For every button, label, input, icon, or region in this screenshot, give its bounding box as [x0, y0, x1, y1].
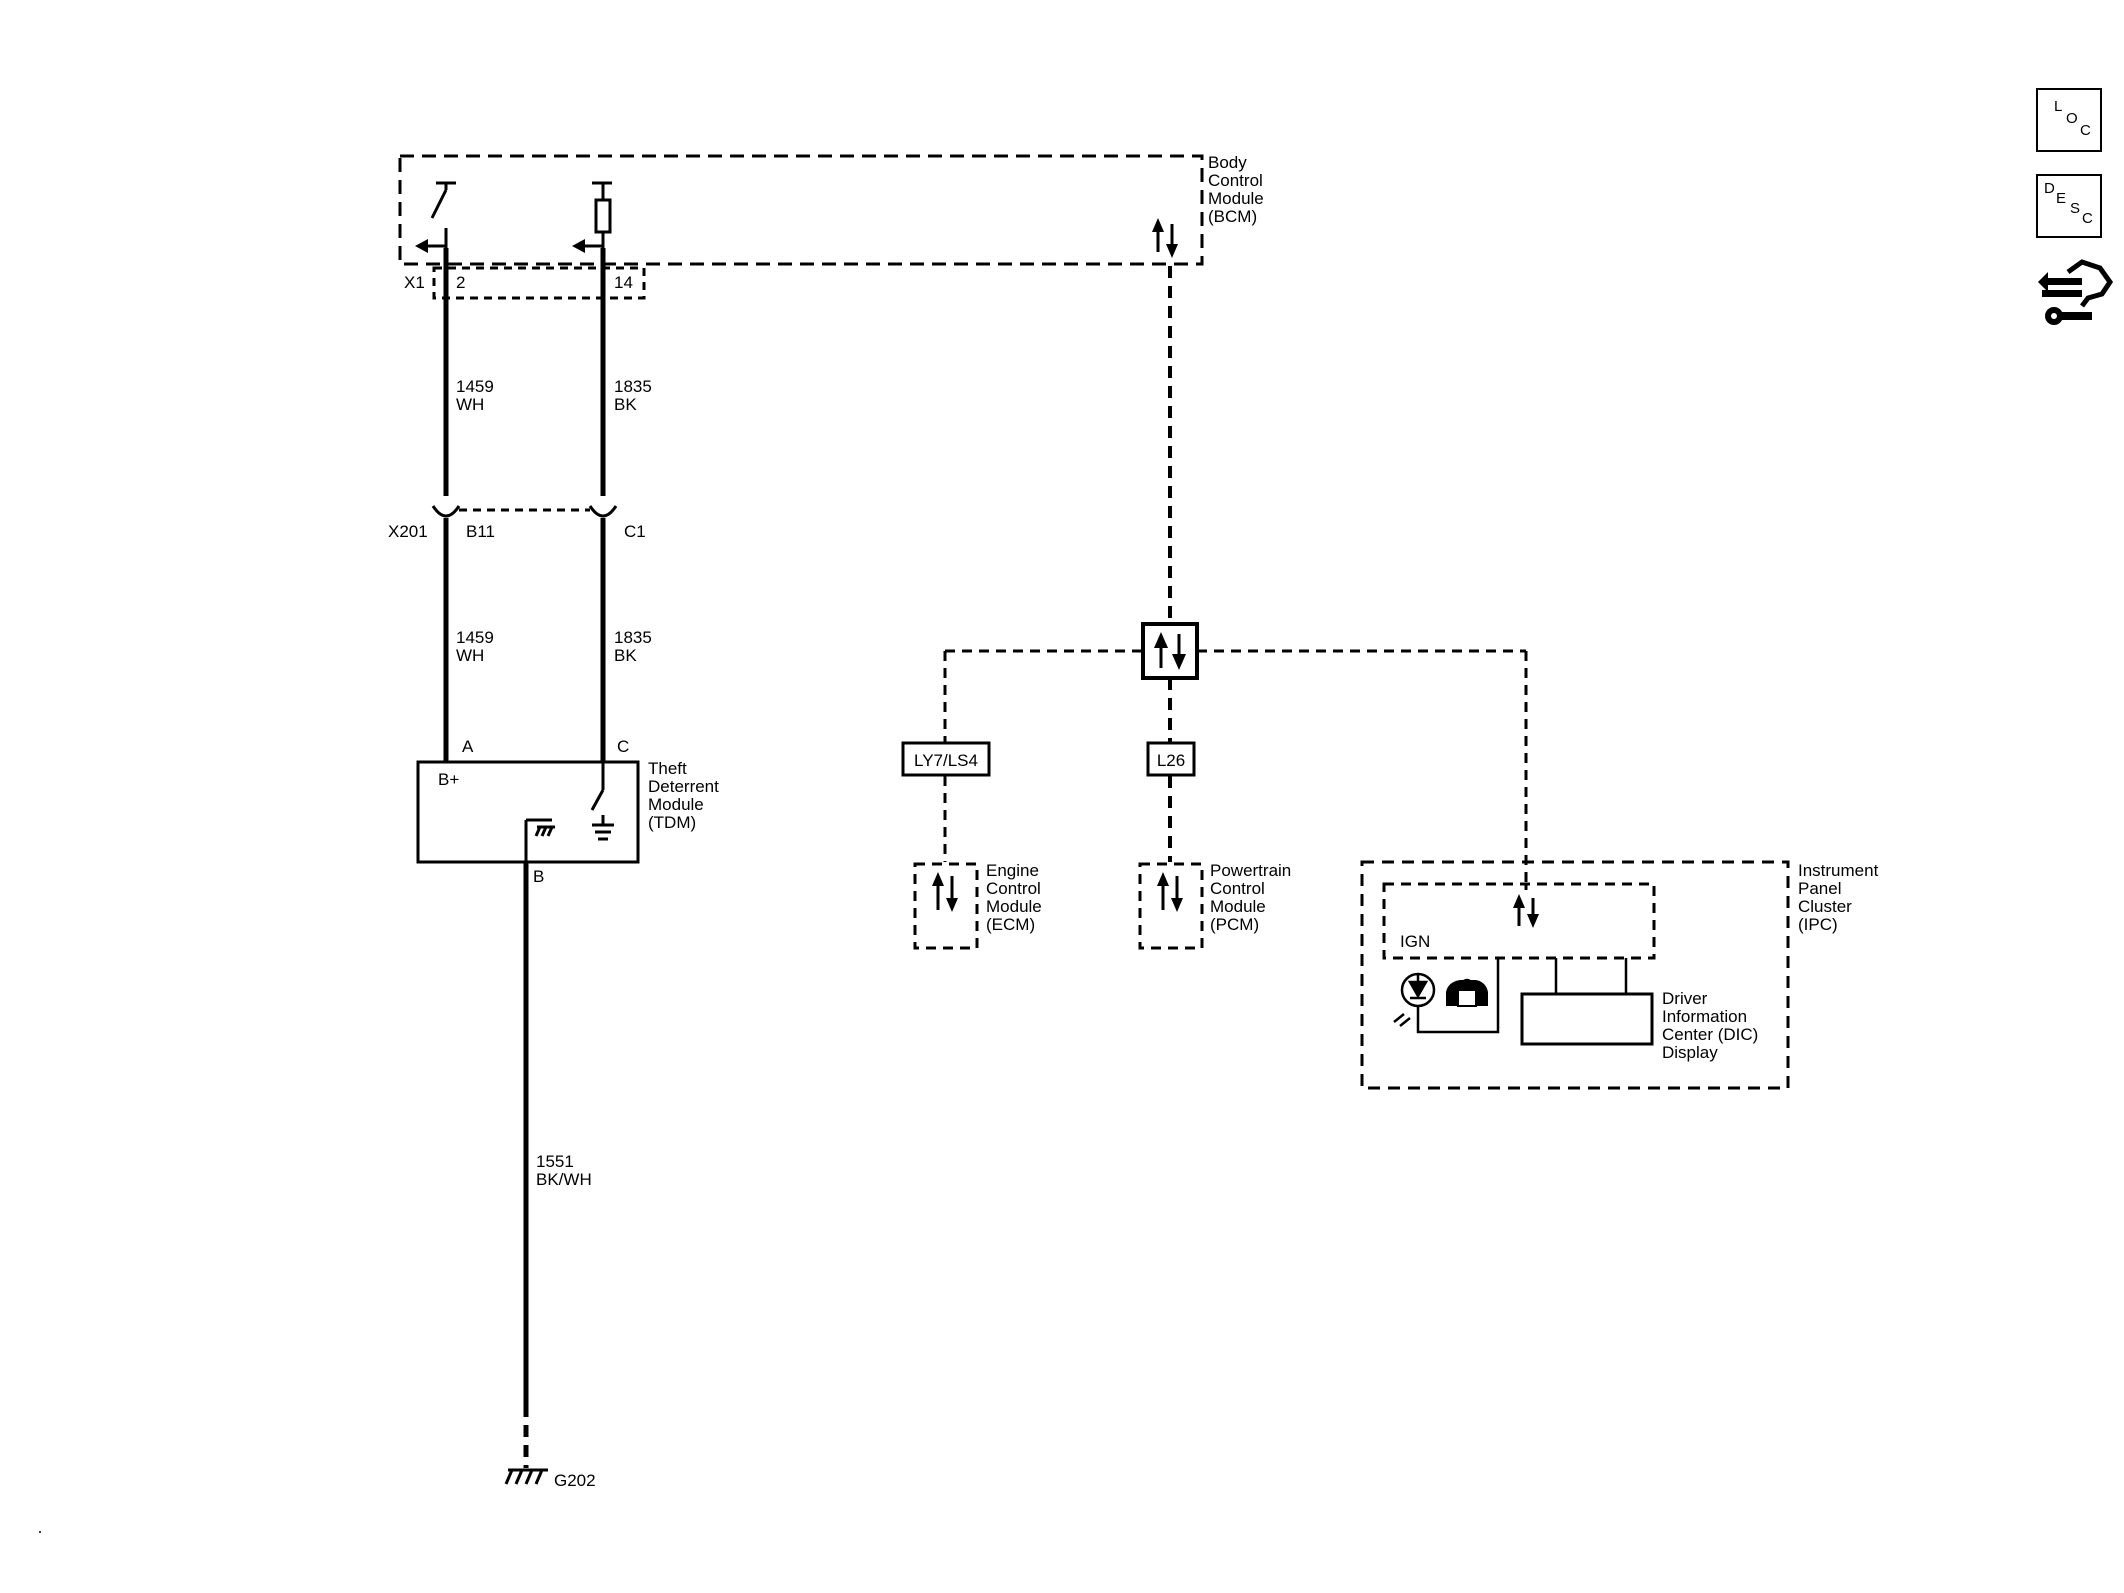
loc-icon[interactable]: L O C	[2036, 88, 2102, 152]
ecm-label: Engine Control Module (ECM)	[986, 861, 1042, 934]
bcm-label-line2: Control	[1208, 171, 1263, 190]
dic-label-line3: Center (DIC)	[1662, 1025, 1758, 1044]
dic-display-box	[1520, 992, 1654, 1046]
loc-icon-letter-o: O	[2066, 110, 2078, 127]
bcm-label-line4: (BCM)	[1208, 207, 1257, 226]
tdm-pin-c-label: C	[617, 737, 629, 756]
bcm-label: Body Control Module (BCM)	[1208, 153, 1264, 226]
ecm-data-arrows	[932, 872, 958, 912]
ecm-label-line1: Engine	[986, 861, 1039, 880]
pcm-label-line4: (PCM)	[1210, 915, 1259, 934]
ipc-label-line4: (IPC)	[1798, 915, 1838, 934]
tdm-pin-b-label: B	[533, 867, 544, 886]
wire-1551-color: BK/WH	[536, 1170, 592, 1189]
pcm-label-line1: Powertrain	[1210, 861, 1291, 880]
g202-ground-symbol	[504, 1468, 548, 1485]
desc-icon-letter-s: S	[2070, 200, 2081, 217]
ipc-label: Instrument Panel Cluster (IPC)	[1798, 861, 1879, 934]
pcm-label-line2: Control	[1210, 879, 1265, 898]
dic-label-line1: Driver	[1662, 989, 1708, 1008]
splice-box-arrows	[1154, 632, 1186, 670]
vehicle-security-lock-icon	[1446, 978, 1488, 1007]
ipc-module-box	[1360, 860, 1790, 1090]
option-l26-label: L26	[1157, 751, 1185, 770]
ipc-label-line2: Panel	[1798, 879, 1841, 898]
wire-1835-upper-number: 1835	[614, 377, 652, 396]
x1-connector-box	[432, 266, 646, 300]
tdm-label: Theft Deterrent Module (TDM)	[648, 759, 719, 832]
wire-1459-upper-number: 1459	[456, 377, 494, 396]
desc-icon-letter-d: D	[2044, 180, 2055, 197]
wire-1835-lower-color: BK	[614, 646, 637, 665]
wire-1459-upper-color: WH	[456, 395, 484, 414]
security-indicator-lamp-icon	[1393, 972, 1436, 1027]
dic-label: Driver Information Center (DIC) Display	[1662, 989, 1758, 1062]
x1-pin-14-label: 14	[614, 273, 633, 292]
tdm-label-line2: Deterrent	[648, 777, 719, 796]
ipc-ign-label: IGN	[1400, 932, 1430, 951]
bcm-label-line3: Module	[1208, 189, 1264, 208]
pcm-label: Powertrain Control Module (PCM)	[1210, 861, 1291, 934]
loc-icon-letter-l: L	[2054, 98, 2063, 115]
ecm-module-box	[913, 862, 979, 950]
pcm-data-arrows	[1157, 872, 1183, 912]
ipc-label-line1: Instrument	[1798, 861, 1879, 880]
wire-1835-lower-number: 1835	[614, 628, 652, 647]
x201-connector-label: X201	[388, 522, 428, 541]
x1-connector-label: X1	[404, 273, 425, 292]
x1-pin-2-label: 2	[456, 273, 465, 292]
pcm-module-box	[1138, 862, 1204, 950]
bcm-label-line1: Body	[1208, 153, 1247, 172]
tdm-chassis-ground-symbol	[524, 818, 555, 862]
tdm-label-line1: Theft	[648, 759, 687, 778]
bcm-data-arrows	[1152, 218, 1178, 258]
dic-label-line4: Display	[1662, 1043, 1718, 1062]
connector-repair-icon[interactable]	[2036, 254, 2118, 334]
bcm-module-box	[398, 154, 1204, 266]
ecm-label-line3: Module	[986, 897, 1042, 916]
ecm-label-line2: Control	[986, 879, 1041, 898]
pcm-label-line3: Module	[1210, 897, 1266, 916]
bcm-resistor-symbol	[585, 181, 612, 248]
option-box-l26	[1146, 741, 1196, 777]
tdm-label-line4: (TDM)	[648, 813, 696, 832]
wire-1459-lower-number: 1459	[456, 628, 494, 647]
ipc-lamp-circuit	[1416, 958, 1500, 1034]
tdm-switch-ground-symbol	[590, 762, 614, 841]
option-box-ly7-ls4	[901, 741, 991, 777]
bcm-input-arrow-left	[415, 239, 428, 253]
ecm-label-line4: (ECM)	[986, 915, 1035, 934]
bcm-switch-symbol	[428, 181, 456, 248]
desc-icon-letter-c: C	[2082, 210, 2093, 227]
x201-pin-c1-label: C1	[624, 522, 646, 541]
g202-label: G202	[554, 1471, 596, 1490]
wire-1551-number: 1551	[536, 1152, 574, 1171]
dic-label-line2: Information	[1662, 1007, 1747, 1026]
tdm-bplus-label: B+	[438, 770, 459, 789]
loc-icon-letter-c: C	[2080, 122, 2091, 139]
ipc-data-arrows	[1513, 894, 1539, 928]
x201-pin-b11-label: B11	[466, 522, 495, 541]
bcm-input-arrow-right	[572, 239, 585, 253]
desc-icon-letter-e: E	[2056, 190, 2067, 207]
option-ly7-ls4-label: LY7/LS4	[914, 751, 978, 770]
x201-inline-connector	[431, 505, 618, 518]
wire-1459-lower-color: WH	[456, 646, 484, 665]
stray-dot	[39, 1531, 41, 1533]
serial-data-splice-box	[1141, 622, 1199, 680]
desc-icon[interactable]: D E S C	[2036, 174, 2102, 238]
wire-1835-upper-color: BK	[614, 395, 637, 414]
tdm-label-line3: Module	[648, 795, 704, 814]
ipc-label-line3: Cluster	[1798, 897, 1852, 916]
tdm-pin-a-label: A	[462, 737, 474, 756]
ipc-inner-module-box	[1382, 882, 1656, 960]
